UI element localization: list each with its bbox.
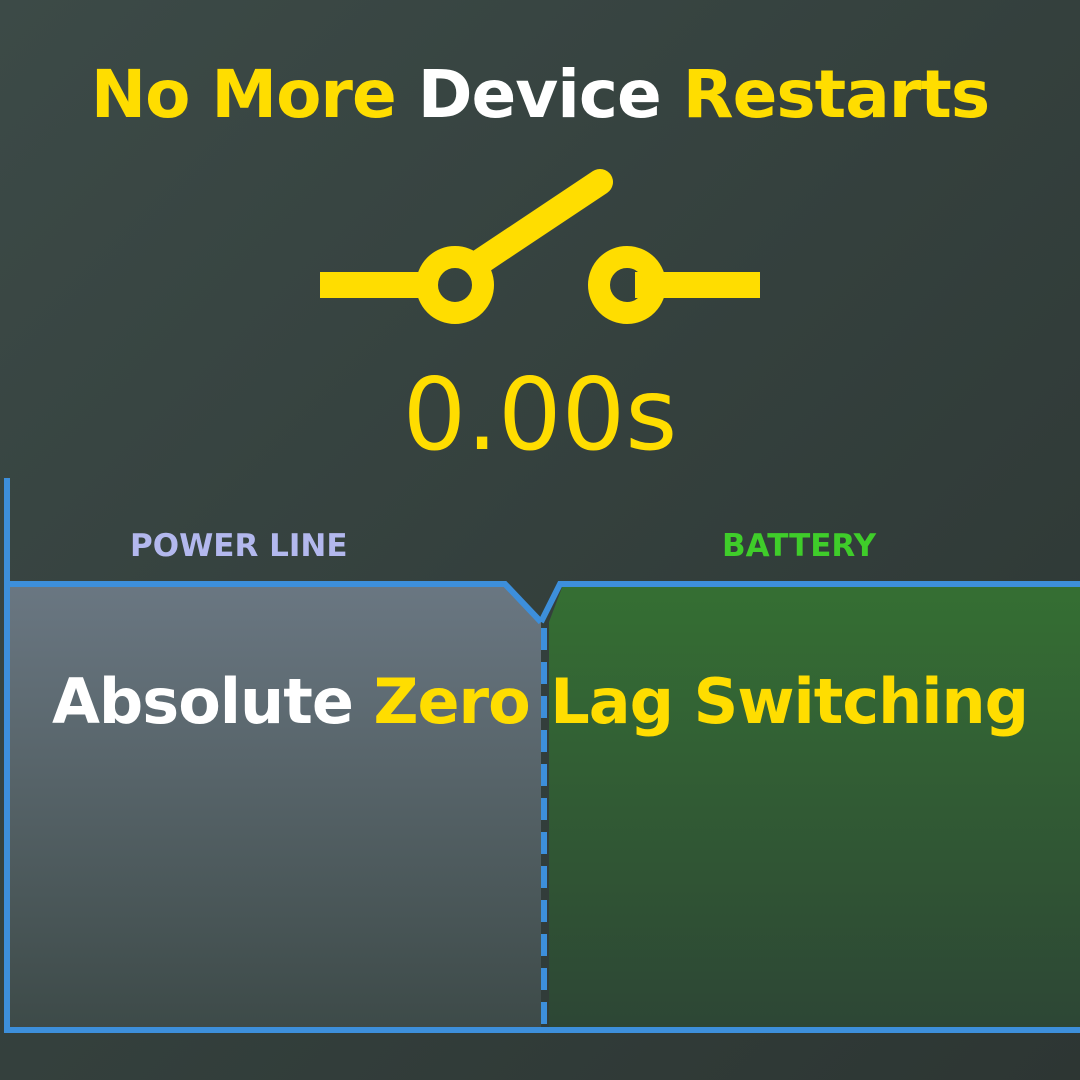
- power-line-trace: [4, 478, 1080, 1033]
- headline-part-3: Restarts: [682, 56, 990, 133]
- headline-part-1: No More: [90, 56, 397, 133]
- tagline-part-2: Zero: [373, 665, 530, 738]
- battery-label: BATTERY: [722, 528, 877, 564]
- tagline-part-1: Absolute: [51, 665, 354, 738]
- headline: No More Device Restarts: [0, 52, 1080, 138]
- switch-time-readout: 0.00s: [402, 356, 678, 473]
- battery-area: [549, 585, 1080, 1030]
- power-line-label: POWER LINE: [130, 528, 348, 564]
- transfer-graph: [4, 478, 1080, 1033]
- headline-part-2: Device: [417, 56, 662, 133]
- open-switch-icon: [320, 169, 760, 324]
- tagline: Absolute Zero Lag Switching: [0, 662, 1080, 743]
- power-line-level: [7, 581, 544, 625]
- tagline-part-3: Lag Switching: [550, 665, 1029, 738]
- power-line-area: [9, 585, 541, 1030]
- battery-level: [538, 581, 1080, 624]
